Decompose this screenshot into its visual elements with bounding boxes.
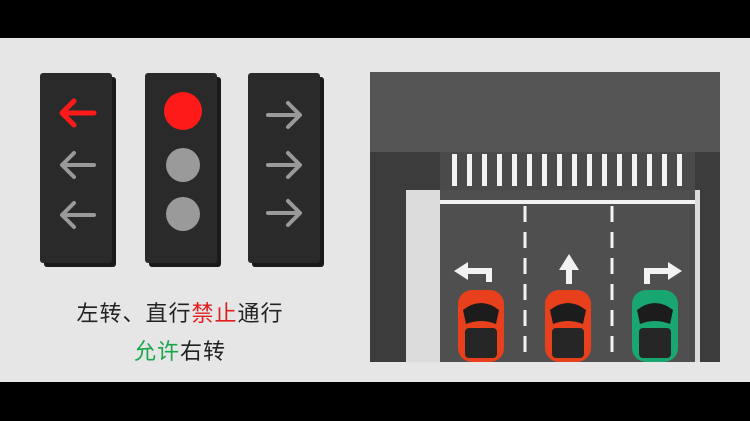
cross-road [370, 72, 720, 152]
straight-signal [145, 73, 217, 263]
caption-normal-text: 右转 [180, 340, 227, 365]
car-right-lane [632, 290, 678, 362]
right-curb [695, 152, 720, 362]
right-turn-signal [248, 73, 320, 263]
left-turn-signal-svg [59, 98, 97, 229]
intersection-scene [370, 72, 720, 362]
right-sidewalk-edge [695, 190, 700, 362]
car-middle-lane [545, 290, 591, 362]
unlit-right-arrow-icon [266, 199, 302, 227]
off-lamp-icon [166, 148, 200, 182]
stop-line [440, 200, 695, 204]
right-turn-arrow-icon [644, 262, 682, 284]
red-lamp-icon [164, 92, 202, 130]
left-curb [370, 190, 406, 362]
unlit-right-arrow-icon [266, 151, 302, 179]
diagram-panel: 左转、直行禁止通行 允许右转 [0, 38, 750, 382]
caption-line-1: 左转、直行禁止通行 [40, 296, 320, 328]
caption-normal-text: 通行 [237, 302, 284, 327]
off-lamp-icon [166, 197, 200, 231]
left-corner [370, 152, 440, 190]
right-turn-signal-svg [266, 101, 302, 227]
zebra-crossing [452, 154, 682, 186]
left-sidewalk [406, 190, 440, 362]
left-turn-arrow-icon [454, 262, 492, 282]
straight-signal-svg [164, 92, 202, 231]
caption-line-2: 允许右转 [40, 334, 320, 366]
caption-forbidden-text: 禁止 [191, 302, 238, 327]
unlit-right-arrow-icon [266, 101, 302, 129]
unlit-left-arrow-icon [60, 201, 96, 229]
lit-left-arrow-icon [59, 98, 97, 128]
caption-normal-text: 左转、直行 [76, 302, 192, 327]
straight-arrow-icon [559, 254, 579, 284]
left-turn-signal [40, 73, 112, 263]
caption-allowed-text: 允许 [133, 340, 180, 365]
unlit-left-arrow-icon [60, 151, 96, 179]
car-left-lane [458, 290, 504, 362]
